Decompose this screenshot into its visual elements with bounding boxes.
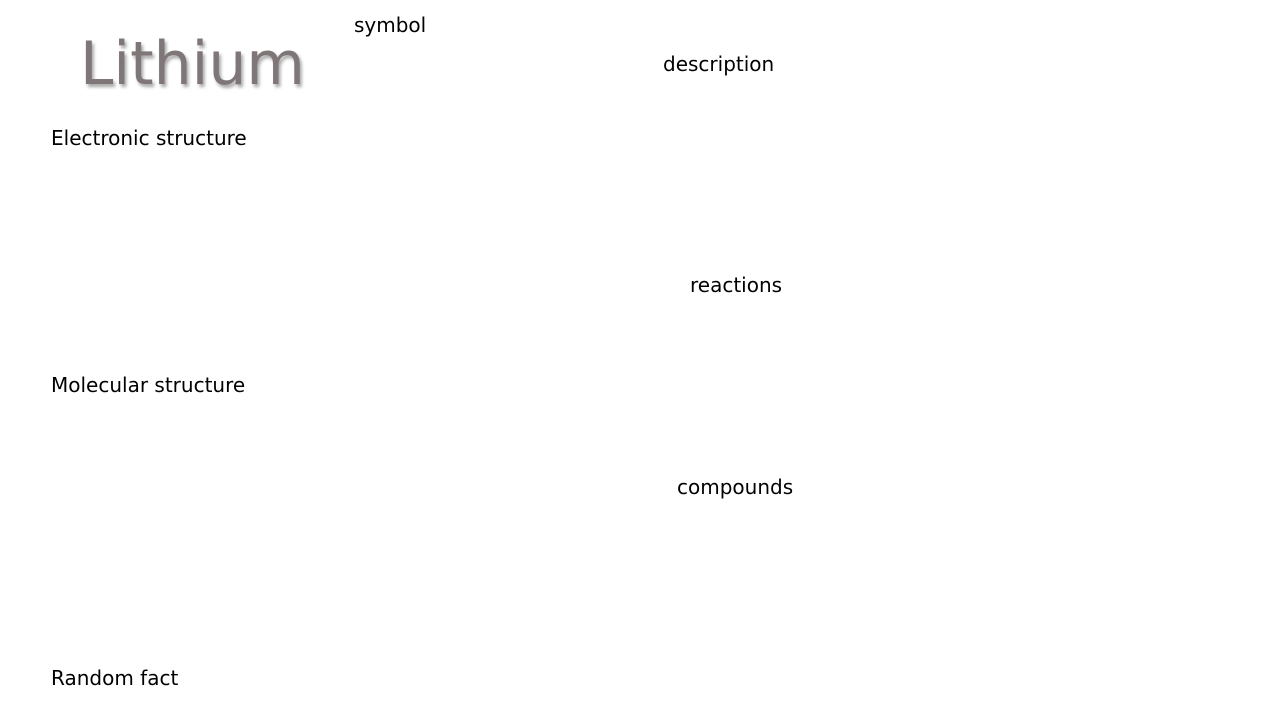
- electronic-structure-label: Electronic structure: [51, 126, 247, 150]
- compounds-label: compounds: [677, 475, 794, 499]
- random-fact-label: Random fact: [51, 666, 179, 690]
- slide-title: Lithium: [80, 29, 305, 99]
- molecular-structure-label: Molecular structure: [51, 373, 246, 397]
- symbol-label: symbol: [354, 13, 427, 37]
- reactions-label: reactions: [690, 273, 783, 297]
- description-label: description: [663, 52, 775, 76]
